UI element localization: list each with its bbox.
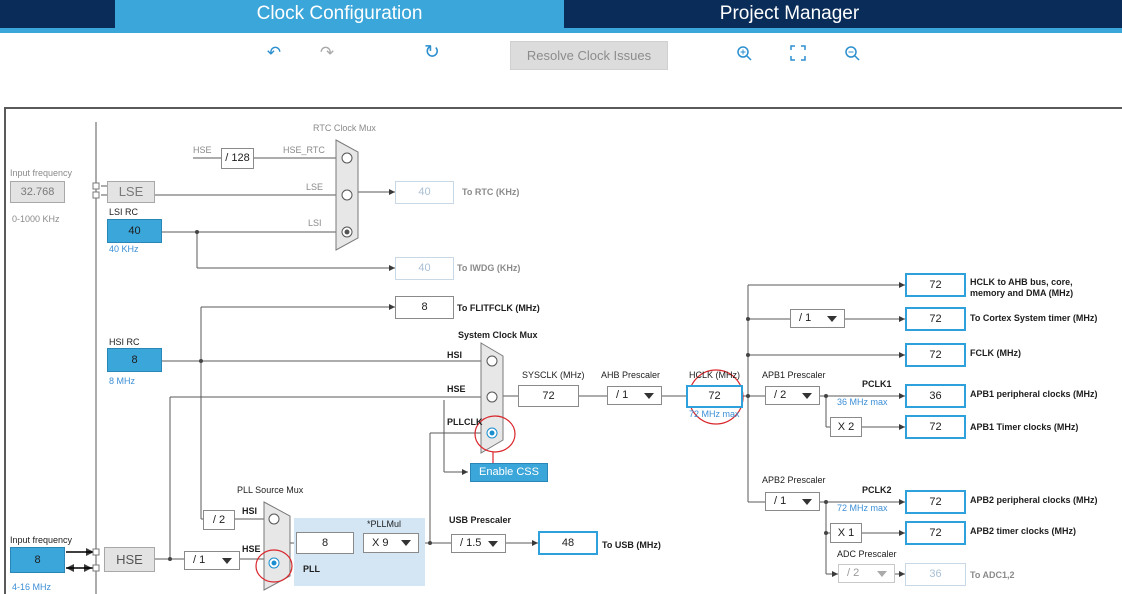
- enable-css-button[interactable]: Enable CSS: [470, 463, 548, 482]
- apb2-periph-output[interactable]: 72: [905, 490, 966, 514]
- apb2-timer-output[interactable]: 72: [905, 521, 966, 545]
- system-clock-mux: [480, 342, 504, 454]
- apb1-max: 36 MHz max: [837, 397, 888, 407]
- rtc-hse-rtc-label: HSE_RTC: [283, 145, 325, 155]
- lse-block: LSE: [107, 181, 155, 203]
- rtc-out-label: To RTC (KHz): [462, 187, 519, 197]
- rtc-mux-title: RTC Clock Mux: [313, 123, 376, 133]
- fclk-output[interactable]: 72: [905, 343, 966, 367]
- apb2-timer-label: APB2 timer clocks (MHz): [970, 526, 1076, 536]
- tab-bar: Clock Configuration Project Manager: [0, 0, 1122, 28]
- lsi-label: LSI RC: [109, 207, 139, 217]
- pclk2-label: PCLK2: [862, 485, 892, 495]
- apb1-periph-output[interactable]: 36: [905, 384, 966, 408]
- hclk-ahb-label: HCLK to AHB bus, core, memory and DMA (M…: [970, 277, 1074, 298]
- apb1-timer-output[interactable]: 72: [905, 415, 966, 439]
- tab-project-manager[interactable]: Project Manager: [719, 3, 860, 24]
- pll-hsi-divider: / 2: [203, 510, 235, 530]
- hclk-input[interactable]: 72: [686, 385, 743, 408]
- flit-output: 8: [395, 296, 454, 319]
- zoom-in-icon[interactable]: [733, 42, 755, 64]
- pll-label: PLL: [303, 564, 321, 574]
- iwdg-output: 40: [395, 257, 454, 280]
- apb2-prescaler-select[interactable]: / 1: [765, 492, 820, 511]
- hse-block: HSE: [104, 547, 155, 572]
- cortex-label: To Cortex System timer (MHz): [970, 313, 1097, 323]
- adc-label: ADC Prescaler: [837, 549, 897, 559]
- lsi-freq: 40 KHz: [109, 244, 139, 254]
- rtc-output: 40: [395, 181, 454, 204]
- tab-clock-configuration[interactable]: Clock Configuration: [115, 0, 564, 28]
- apb2-periph-label: APB2 peripheral clocks (MHz): [970, 495, 1098, 505]
- hse-input-label: Input frequency: [10, 535, 73, 545]
- pll-input-value: 8: [296, 532, 354, 554]
- clock-tree-canvas: [4, 107, 1122, 594]
- hsi-block: 8: [107, 348, 162, 372]
- resolve-clock-issues-button[interactable]: Resolve Clock Issues: [510, 41, 668, 70]
- hse-input-range: 4-16 MHz: [12, 582, 52, 592]
- lse-input-label: Input frequency: [10, 168, 73, 178]
- lsi-block: 40: [107, 219, 162, 243]
- sysclk-value: 72: [518, 385, 579, 407]
- ahb-label: AHB Prescaler: [601, 370, 660, 380]
- redo-icon[interactable]: ↷: [319, 43, 335, 62]
- pll-mul-select[interactable]: X 9: [363, 533, 419, 553]
- hse-input-value[interactable]: 8: [10, 547, 65, 573]
- rtc-lse-label: LSE: [306, 182, 323, 192]
- pll-mul-title: *PLLMul: [367, 519, 401, 529]
- lse-input-value[interactable]: 32.768: [10, 181, 65, 203]
- pll-source-mux: [263, 501, 291, 591]
- iwdg-label: To IWDG (KHz): [457, 263, 520, 273]
- rtc-lsi-label: LSI: [308, 218, 322, 228]
- pll-hse-divider-select[interactable]: / 1: [184, 551, 240, 570]
- usb-prescaler-select[interactable]: / 1.5: [451, 534, 506, 553]
- pll-hse-label: HSE: [242, 544, 261, 554]
- cortex-divider-select[interactable]: / 1: [790, 309, 845, 328]
- lse-input-range: 0-1000 KHz: [12, 214, 60, 224]
- sysclk-label: SYSCLK (MHz): [522, 370, 585, 380]
- pll-hsi-label: HSI: [242, 506, 257, 516]
- undo-icon[interactable]: ↶: [266, 43, 282, 62]
- sysmux-hsi-label: HSI: [447, 350, 462, 360]
- rtc-hse-label: HSE: [193, 145, 212, 155]
- hclk-label: HCLK (MHz): [689, 370, 740, 380]
- highlight-circle-pllclk: [474, 415, 516, 453]
- fclk-label: FCLK (MHz): [970, 348, 1021, 358]
- hclk-max: 72 MHz max: [689, 409, 740, 419]
- highlight-circle-pll-hse: [255, 549, 293, 583]
- sysmux-title: System Clock Mux: [458, 330, 538, 340]
- tab-underline: [0, 28, 1122, 33]
- usb-out-label: To USB (MHz): [602, 540, 661, 550]
- apb2-max: 72 MHz max: [837, 503, 888, 513]
- apb2-label: APB2 Prescaler: [762, 475, 826, 485]
- hsi-freq: 8 MHz: [109, 376, 136, 386]
- apb2-timer-multiplier: X 1: [830, 523, 862, 543]
- hclk-ahb-output[interactable]: 72: [905, 273, 966, 297]
- cortex-output[interactable]: 72: [905, 307, 966, 331]
- sysmux-hse-label: HSE: [447, 384, 466, 394]
- apb1-timer-multiplier: X 2: [830, 417, 862, 437]
- adc-out-label: To ADC1,2: [970, 570, 1015, 580]
- ahb-prescaler-select[interactable]: / 1: [607, 386, 662, 405]
- apb1-timer-label: APB1 Timer clocks (MHz): [970, 422, 1078, 432]
- pll-src-title: PLL Source Mux: [237, 485, 304, 495]
- zoom-out-icon[interactable]: [841, 42, 863, 64]
- pclk1-label: PCLK1: [862, 379, 892, 389]
- flit-label: To FLITFCLK (MHz): [457, 303, 540, 313]
- adc-prescaler-select[interactable]: / 2: [838, 564, 895, 583]
- apb1-prescaler-select[interactable]: / 2: [765, 386, 820, 405]
- rtc-clock-mux: [335, 139, 359, 251]
- fit-icon[interactable]: [787, 42, 809, 64]
- apb1-periph-label: APB1 peripheral clocks (MHz): [970, 389, 1098, 399]
- usb-label: USB Prescaler: [449, 515, 512, 525]
- refresh-icon[interactable]: ↻: [424, 42, 440, 63]
- hsi-label: HSI RC: [109, 337, 140, 347]
- rtc-hse-divider: / 128: [221, 148, 254, 169]
- apb1-label: APB1 Prescaler: [762, 370, 826, 380]
- sysmux-pllclk-label: PLLCLK: [447, 417, 483, 427]
- usb-output[interactable]: 48: [538, 531, 598, 555]
- adc-output: 36: [905, 563, 966, 586]
